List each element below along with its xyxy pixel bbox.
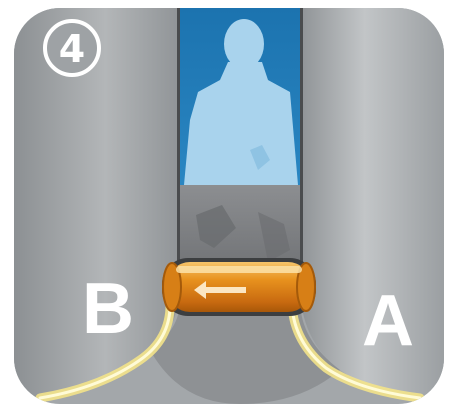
step-badge: 4 [45, 21, 99, 75]
step-number: 4 [59, 27, 85, 71]
right-cell-label: A [362, 281, 414, 361]
left-cell-label: B [82, 269, 134, 349]
channel-pore-icon [162, 258, 316, 316]
